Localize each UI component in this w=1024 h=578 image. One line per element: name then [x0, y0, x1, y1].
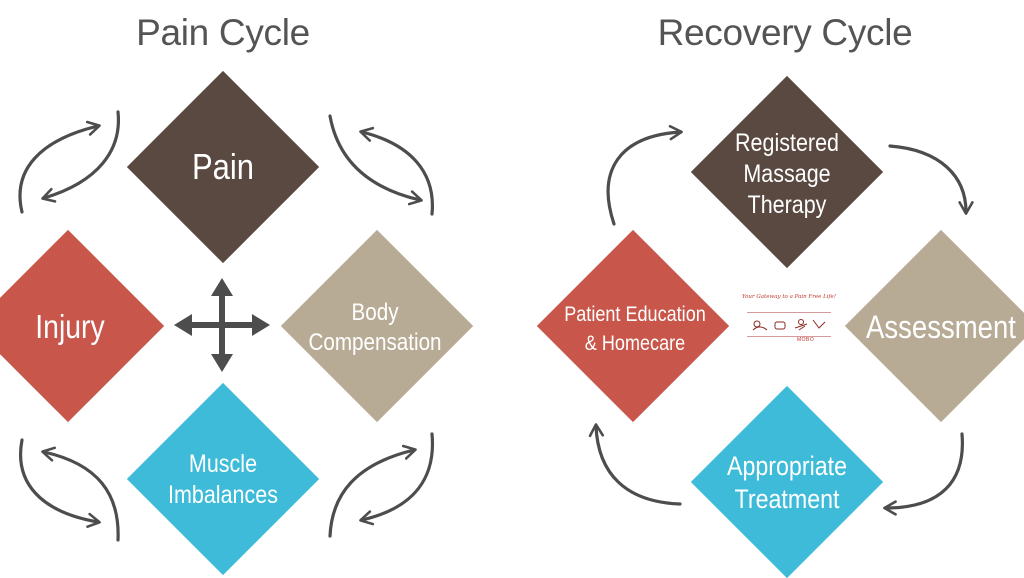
curved-arrow-icon [588, 423, 682, 506]
curved-arrow-icon [888, 144, 974, 215]
assessment-label: Assessment [866, 308, 1016, 345]
injury-label: Injury [35, 308, 105, 345]
appropriate-treatment-label: Appropriate Treatment [726, 451, 848, 514]
pain-cycle-title: Pain Cycle [136, 12, 310, 53]
curved-arrow-icon [359, 126, 434, 216]
curved-arrow-icon [41, 446, 120, 542]
curved-arrow-icon [18, 120, 101, 214]
logo-name: MOBO [797, 337, 815, 343]
curved-arrow-icon [606, 124, 683, 226]
recovery-cycle-title: Recovery Cycle [657, 12, 913, 53]
logo-rule-top [747, 312, 831, 313]
patient-education-label: Patient Education & Homecare [564, 303, 706, 355]
recovery-cycle-arrows [588, 124, 974, 516]
logo-tagline: Your Gateway to a Pain Free Life! [741, 294, 837, 300]
curved-arrow-icon [328, 114, 423, 206]
curved-arrow-icon [41, 110, 121, 203]
muscle-imbalances-label: Muscle Imbalances [168, 450, 278, 509]
pain-label: Pain [192, 146, 254, 187]
curved-arrow-icon [328, 444, 417, 538]
pain-cycle-arrows [18, 110, 435, 542]
curved-arrow-icon [883, 432, 964, 516]
curved-arrow-icon [359, 432, 435, 526]
massage-figures-icon [752, 319, 826, 331]
logo-rule-bottom [747, 336, 831, 337]
body-compensation-label: Body Compensation [308, 299, 442, 356]
registered-massage-therapy-label: Registered Massage Therapy [735, 128, 839, 219]
four-way-arrow-icon [174, 278, 270, 372]
logo: Your Gateway to a Pain Free Life! MOBO [737, 286, 841, 352]
curved-arrow-icon [19, 438, 101, 528]
